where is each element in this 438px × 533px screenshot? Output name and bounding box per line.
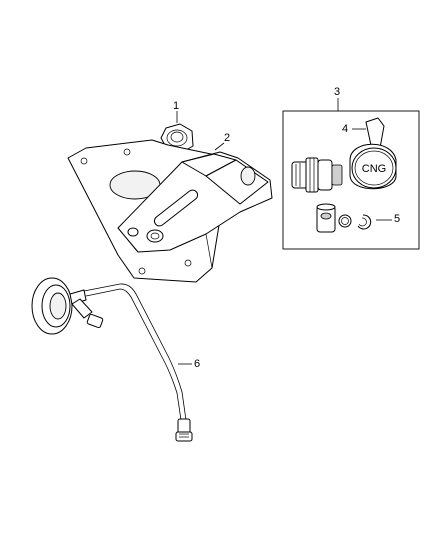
leader-2 xyxy=(214,142,225,151)
mounting-bracket xyxy=(67,139,273,283)
receptacle-kit-box xyxy=(282,110,420,250)
fuel-line xyxy=(31,277,193,442)
cng-receptacle xyxy=(291,157,343,193)
filter-seal-set xyxy=(316,203,372,233)
callout-1: 1 xyxy=(173,100,180,112)
callout-4: 4 xyxy=(342,123,349,135)
callout-5: 5 xyxy=(394,213,401,225)
callout-3: 3 xyxy=(334,86,341,98)
cap-label: CNG xyxy=(362,163,386,175)
callout-2: 2 xyxy=(224,132,231,144)
callout-6: 6 xyxy=(194,358,201,370)
cng-cap: CNG xyxy=(349,117,397,190)
